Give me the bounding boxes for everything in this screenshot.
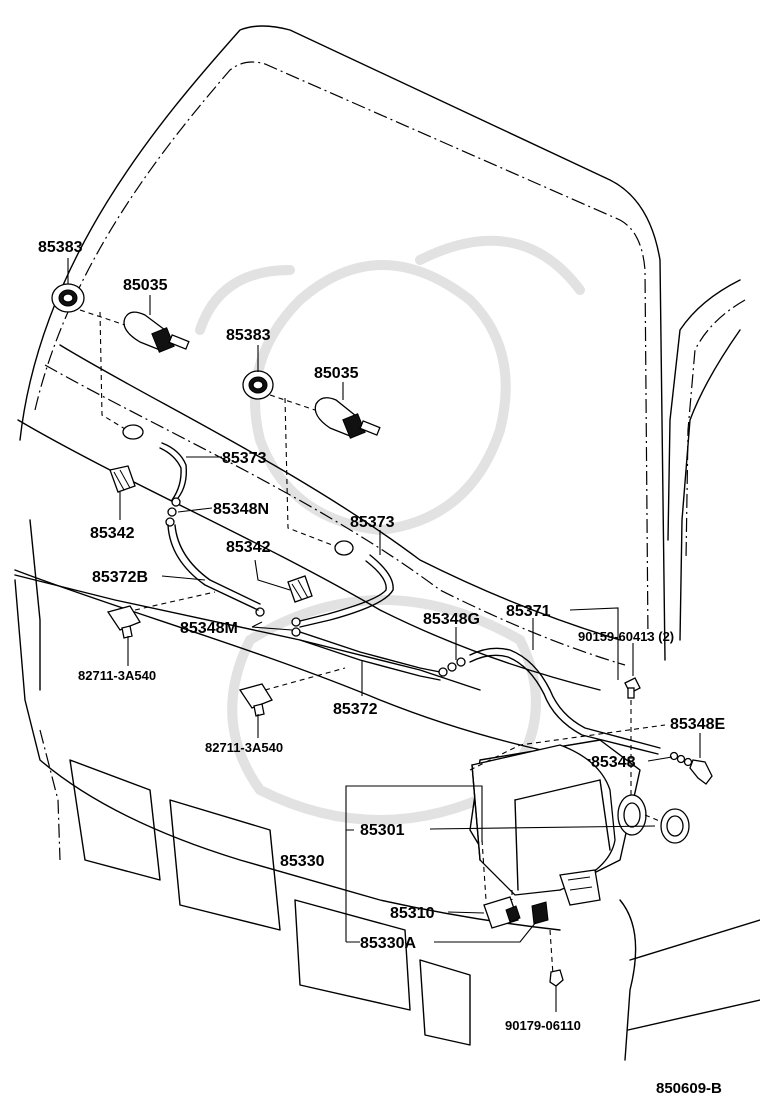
bumper-right xyxy=(629,919,760,961)
callout-85372B: 85372B xyxy=(92,569,148,586)
leader-85372B xyxy=(161,575,206,581)
leader-85330A xyxy=(346,921,537,943)
callout-85348: 85348 xyxy=(591,754,636,771)
pump-grommet-85330A xyxy=(531,901,549,925)
connector-85348N xyxy=(165,497,181,527)
body-line-4 xyxy=(14,579,561,931)
body-line-2 xyxy=(14,569,591,761)
bolt-90159-60413 xyxy=(624,677,641,699)
callout-85371: 85371 xyxy=(506,603,551,620)
callout-85310: 85310 xyxy=(390,905,435,922)
callout-82711-a: 82711-3A540 xyxy=(78,668,156,683)
callout-85035-b: 85035 xyxy=(314,365,359,382)
grille-opening-2 xyxy=(169,799,281,931)
windshield-outer xyxy=(19,25,666,661)
nut-90179-06110 xyxy=(549,969,564,987)
diagram-reference: 850609-B xyxy=(656,1080,722,1097)
guide-nozzle-left xyxy=(79,309,126,326)
callout-82711-b: 82711-3A540 xyxy=(205,740,283,755)
hose-85373-right-2 xyxy=(299,560,387,622)
callout-85348N: 85348N xyxy=(213,501,269,518)
connector-85348 xyxy=(669,751,693,767)
hose-85373-left xyxy=(161,442,188,499)
callout-85342-a: 85342 xyxy=(90,525,135,542)
cowl-line-dashed xyxy=(44,364,626,666)
hose-85372B-2 xyxy=(174,524,261,605)
guide-pump xyxy=(481,839,487,901)
grille-opening-4 xyxy=(419,959,471,1046)
washer-tank-85301 xyxy=(471,744,647,906)
leader-85348 xyxy=(647,756,673,762)
callout-85330A: 85330A xyxy=(360,935,416,952)
washer-nozzle-85035-left xyxy=(123,311,190,353)
clip-82711-center xyxy=(238,683,273,717)
callout-85348E: 85348E xyxy=(670,716,725,733)
callout-85383-b: 85383 xyxy=(226,327,271,344)
hole-left xyxy=(122,424,144,440)
guide-tank-left xyxy=(469,724,666,771)
clamp-85342-center xyxy=(287,575,313,603)
hose-85371-2 xyxy=(469,654,659,755)
callout-85383-a: 85383 xyxy=(38,239,83,256)
callout-85373-a: 85373 xyxy=(222,450,267,467)
hose-85373-right xyxy=(299,554,394,628)
elbow-85348E xyxy=(689,759,713,785)
callout-90179-06110: 90179-06110 xyxy=(505,1018,581,1033)
callout-85348M: 85348M xyxy=(180,620,238,637)
callout-85301: 85301 xyxy=(360,822,405,839)
washer-pump-85310 xyxy=(483,896,521,929)
callout-85372: 85372 xyxy=(333,701,378,718)
leader-85301 xyxy=(429,825,656,830)
grommet-85383-left xyxy=(51,283,85,313)
cowl-line-upper xyxy=(59,344,621,641)
hose-85372-2 xyxy=(299,639,441,681)
clip-82711-left xyxy=(106,605,141,639)
bumper-right-2 xyxy=(627,999,760,1031)
guide-grommet xyxy=(549,929,554,976)
callout-85035-a: 85035 xyxy=(123,277,168,294)
connector-85348M xyxy=(255,607,301,637)
hole-center xyxy=(334,540,354,556)
watermark-emblem xyxy=(195,235,585,825)
leader-85348M xyxy=(251,621,293,631)
windshield-glass xyxy=(34,61,649,641)
guide-left-down xyxy=(99,311,131,433)
hose-85373-left-2 xyxy=(159,447,182,501)
connector-85348G xyxy=(438,657,466,677)
guide-nozzle-center xyxy=(269,394,316,411)
callout-85348G: 85348G xyxy=(423,611,480,628)
leader-85348N xyxy=(177,507,213,513)
front-corner xyxy=(619,899,637,1061)
hose-85372B xyxy=(167,524,259,611)
hose-85372 xyxy=(299,631,441,673)
body-line-1 xyxy=(17,419,601,691)
guide-center-down xyxy=(284,397,341,549)
leader-85301-box xyxy=(345,785,483,842)
fender-right xyxy=(679,329,741,641)
guide-tank-cap xyxy=(644,814,663,823)
guide-clip-center xyxy=(264,667,346,691)
hose-85371 xyxy=(469,647,661,749)
a-pillar-right-dash xyxy=(685,299,746,561)
clamp-85342-left xyxy=(109,465,136,493)
grille-opening-3 xyxy=(294,899,411,1011)
callout-85330: 85330 xyxy=(280,853,325,870)
washer-nozzle-85035-center xyxy=(314,397,381,439)
a-pillar-right xyxy=(667,279,741,541)
grommet-85383-center xyxy=(242,370,274,400)
guide-clip-left xyxy=(134,591,216,611)
callout-90159-60413: 90159-60413 (2) xyxy=(578,629,674,644)
callout-85373-b: 85373 xyxy=(350,514,395,531)
leader-85371-right xyxy=(569,607,619,680)
leader-85342-b xyxy=(254,559,291,591)
body-line-3 xyxy=(29,519,41,691)
tank-cap xyxy=(660,808,690,844)
grille-opening-1 xyxy=(69,759,161,881)
leader-85310 xyxy=(447,911,485,914)
callout-85342-b: 85342 xyxy=(226,539,271,556)
grille-opening-dash xyxy=(39,729,61,861)
